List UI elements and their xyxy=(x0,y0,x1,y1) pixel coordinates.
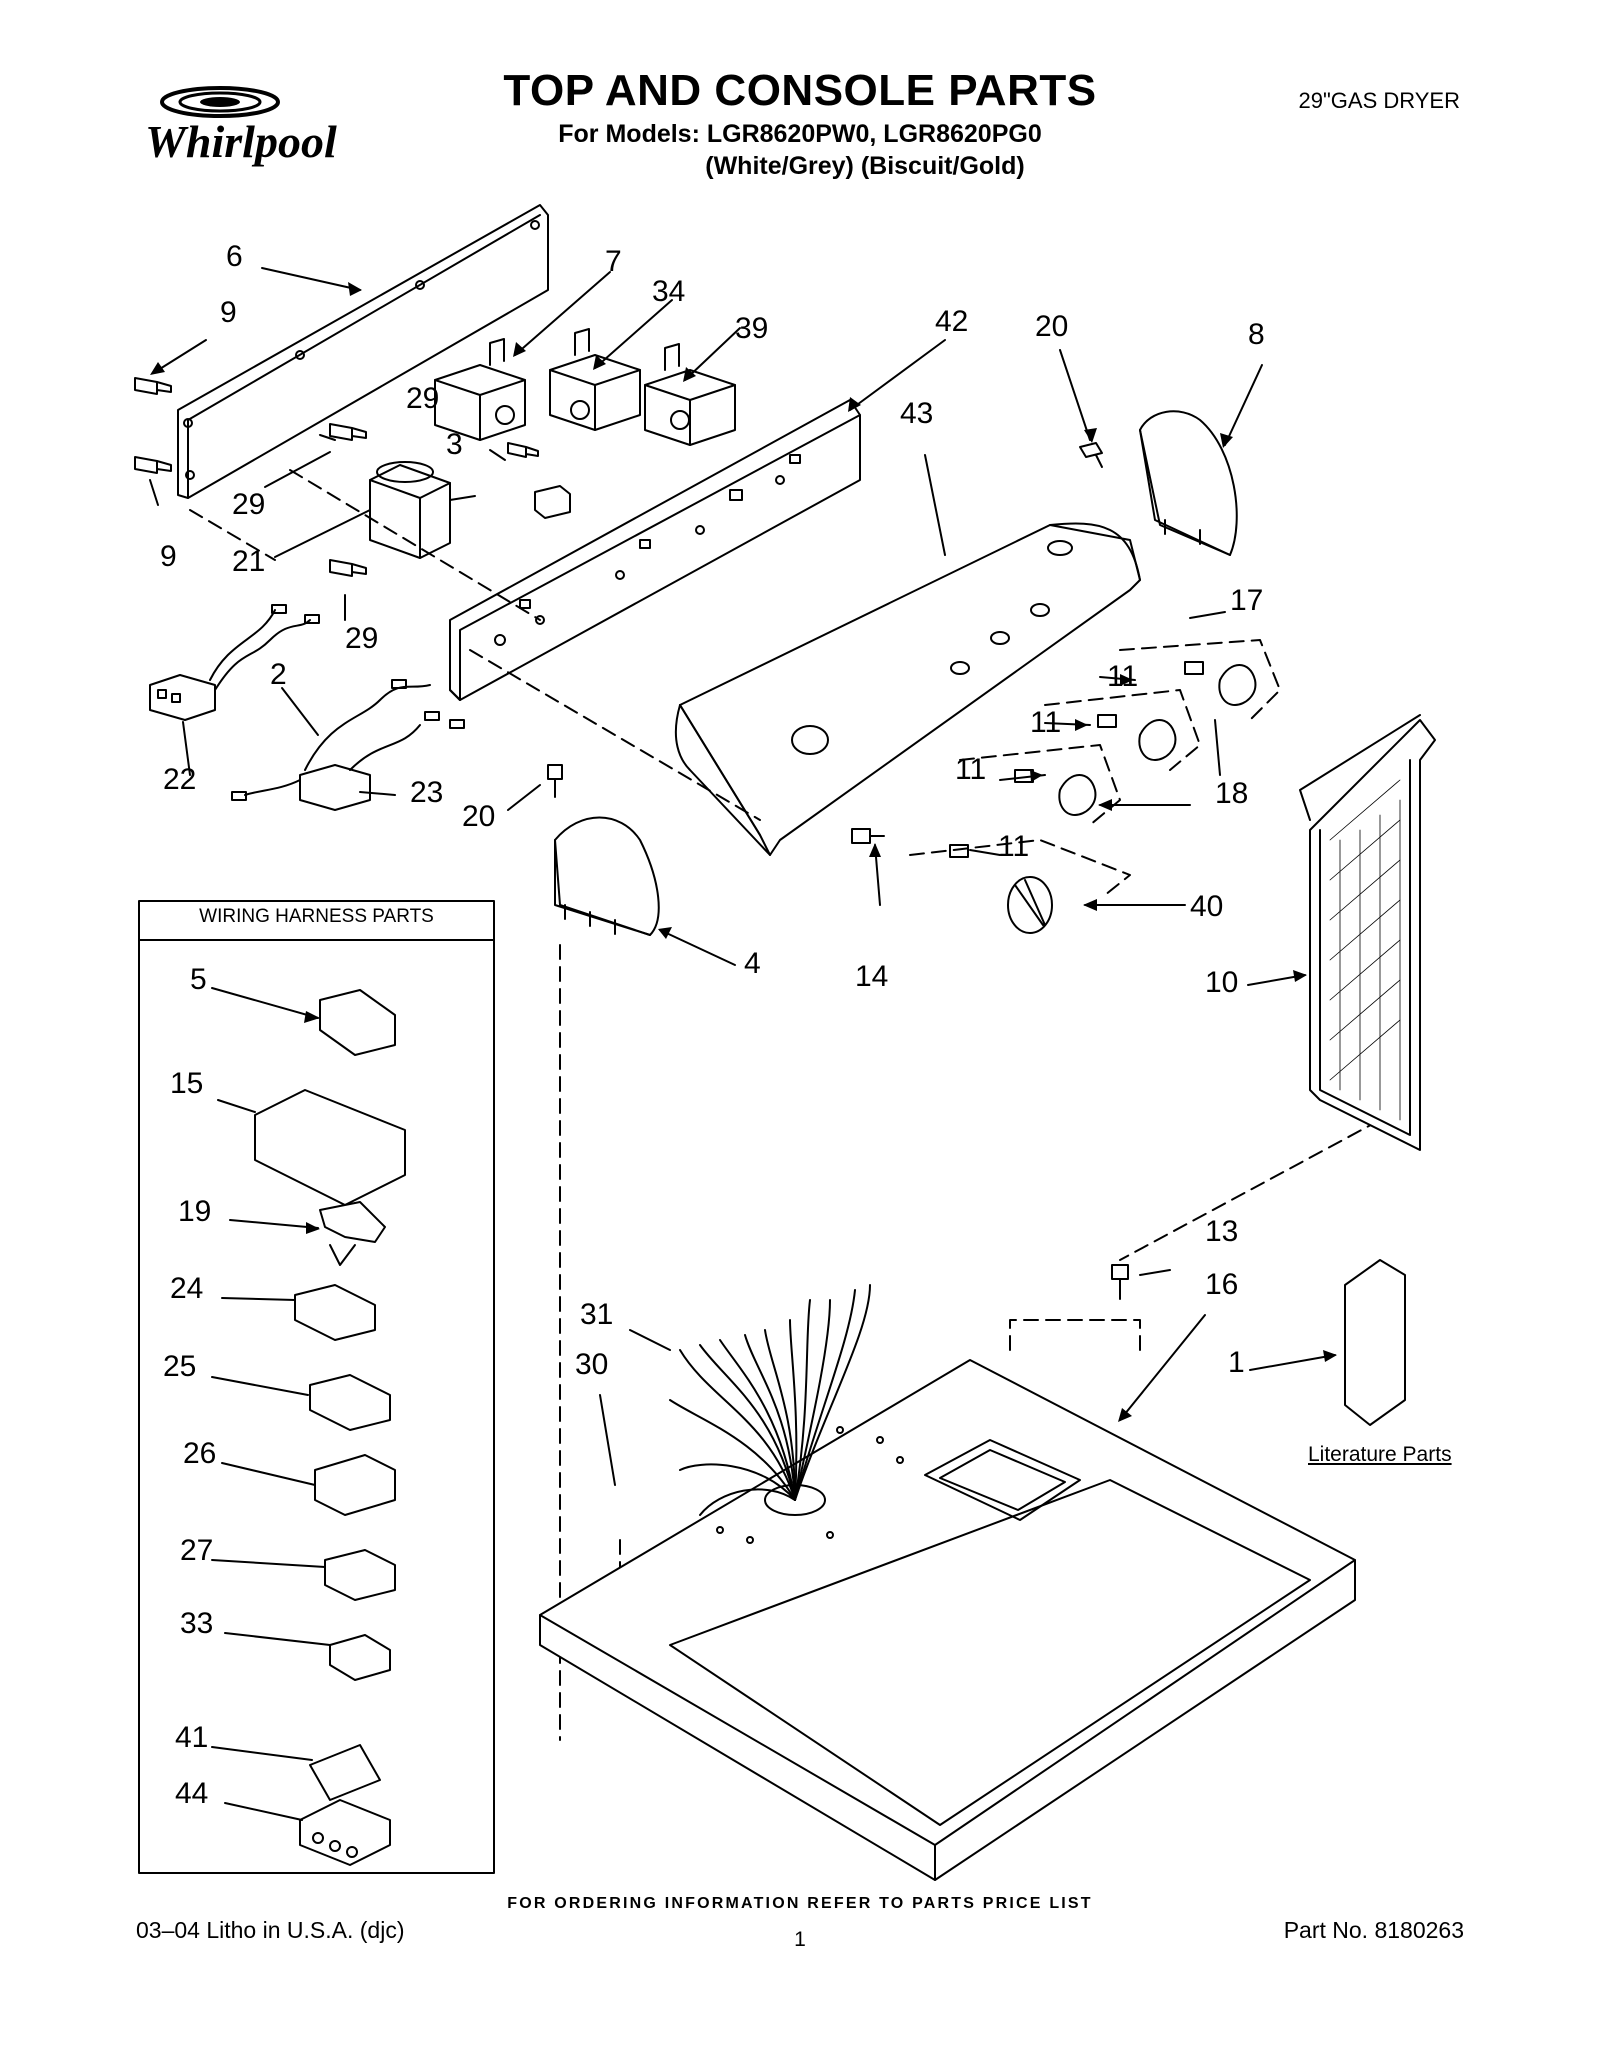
callout-9-bottom: 9 xyxy=(160,540,177,573)
callout-2: 2 xyxy=(270,658,287,691)
callout-15: 15 xyxy=(170,1067,204,1100)
callout-3: 3 xyxy=(446,428,463,461)
page-title: TOP AND CONSOLE PARTS xyxy=(503,66,1097,115)
part-top-panel xyxy=(539,1359,1356,1881)
brand-logo: Whirlpool xyxy=(145,116,337,167)
callout-44: 44 xyxy=(175,1777,209,1810)
callout-42: 42 xyxy=(935,305,969,338)
part-literature-book xyxy=(1344,1259,1406,1426)
part-timer xyxy=(369,461,476,559)
part-wires xyxy=(669,1284,871,1516)
callout-33: 33 xyxy=(180,1607,214,1640)
callout-25: 25 xyxy=(163,1350,197,1383)
callout-40: 40 xyxy=(1190,890,1224,923)
arrow-heads xyxy=(150,282,1337,1422)
callout-31: 31 xyxy=(580,1298,614,1331)
callout-22: 22 xyxy=(163,763,197,796)
callout-24: 24 xyxy=(170,1272,204,1305)
callout-7: 7 xyxy=(605,245,622,278)
callout-26: 26 xyxy=(183,1437,217,1470)
part-connectors xyxy=(254,989,406,1866)
callout-10: 10 xyxy=(1205,966,1239,999)
callout-8: 8 xyxy=(1248,318,1265,351)
part-end-caps xyxy=(554,410,1238,936)
page-number: 1 xyxy=(794,1928,806,1951)
literature-parts-label: Literature Parts xyxy=(1308,1443,1452,1466)
callout-39: 39 xyxy=(735,312,769,345)
wiring-harness-box xyxy=(138,900,495,1874)
callout-6: 6 xyxy=(226,240,243,273)
callout-27: 27 xyxy=(180,1534,214,1567)
part-number: Part No. 8180263 xyxy=(1283,1917,1464,1943)
callout-23: 23 xyxy=(410,776,444,809)
callout-17: 17 xyxy=(1230,584,1264,617)
callout-13: 13 xyxy=(1205,1215,1239,1248)
callout-20-bottom: 20 xyxy=(462,800,496,833)
screw-icon xyxy=(134,377,1129,1300)
callout-5: 5 xyxy=(190,963,207,996)
wiring-box-title: WIRING HARNESS PARTS xyxy=(199,906,434,927)
models-line: For Models: LGR8620PW0, LGR8620PG0 xyxy=(558,120,1042,148)
callout-34: 34 xyxy=(652,275,686,308)
callout-41: 41 xyxy=(175,1721,209,1754)
part-harness xyxy=(149,604,465,811)
callout-29-b: 29 xyxy=(232,488,266,521)
part-lint-screen xyxy=(1299,714,1436,1151)
part-knobs xyxy=(949,661,1257,934)
callout-29-c: 29 xyxy=(345,622,379,655)
part-switches xyxy=(434,328,736,446)
callout-29-a: 29 xyxy=(406,382,440,415)
callout-11-a: 11 xyxy=(1107,660,1139,693)
callout-16: 16 xyxy=(1205,1268,1239,1301)
ordering-info: FOR ORDERING INFORMATION REFER TO PARTS … xyxy=(507,1895,1093,1912)
callout-9-top: 9 xyxy=(220,296,237,329)
part-bracket xyxy=(177,204,549,499)
callout-19: 19 xyxy=(178,1195,212,1228)
callout-21: 21 xyxy=(232,545,266,578)
product-type: 29"GAS DRYER xyxy=(1298,88,1460,113)
callout-43: 43 xyxy=(900,397,934,430)
whirlpool-swirl-icon xyxy=(160,86,280,118)
callout-11-d: 11 xyxy=(998,830,1030,863)
litho-info: 03–04 Litho in U.S.A. (djc) xyxy=(136,1917,405,1943)
callout-1: 1 xyxy=(1228,1346,1245,1379)
callout-4: 4 xyxy=(744,947,761,980)
callout-20-top: 20 xyxy=(1035,310,1069,343)
colors-line: (White/Grey) (Biscuit/Gold) xyxy=(705,152,1025,180)
callout-30: 30 xyxy=(575,1348,609,1381)
callout-11-b: 11 xyxy=(1030,706,1062,739)
callout-14: 14 xyxy=(855,960,889,993)
callout-18: 18 xyxy=(1215,777,1249,810)
callout-11-c: 11 xyxy=(955,753,987,786)
